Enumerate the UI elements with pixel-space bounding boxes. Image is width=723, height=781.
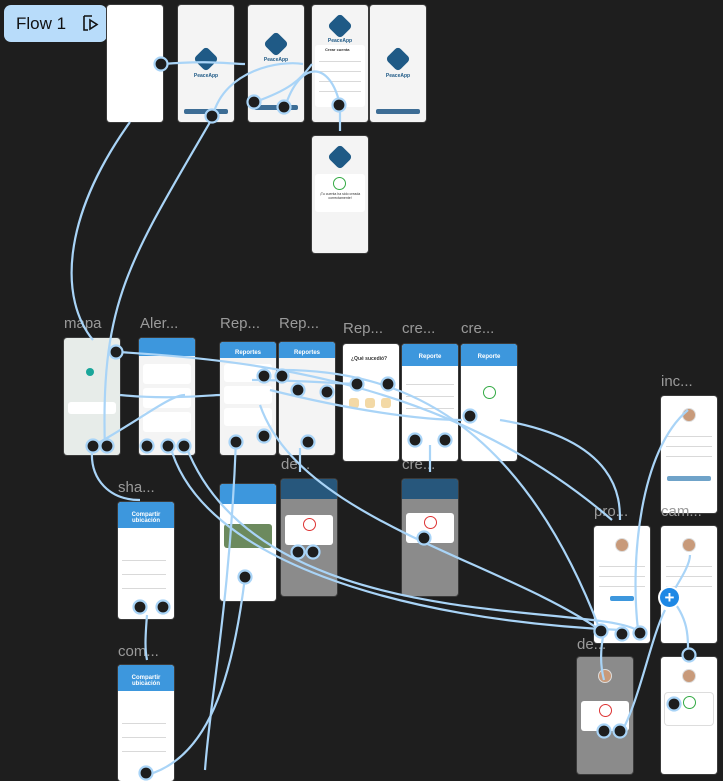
frame-cambiar[interactable]	[661, 526, 717, 643]
frame-eliminar-1[interactable]	[281, 479, 337, 596]
reporte-title: Reporte	[418, 354, 442, 360]
app-name: PeaceApp	[385, 73, 411, 79]
frame-label-cre2: cre...	[461, 320, 495, 337]
frame-compartir-2[interactable]: Compartir ubicación	[118, 665, 174, 781]
frame-label-sha: sha...	[118, 479, 155, 496]
frame-login-3[interactable]: PeaceApp	[370, 5, 426, 122]
reportes-title: Reportes	[234, 350, 261, 356]
reporte-title: Reporte	[477, 354, 501, 360]
frame-cuenta-creada[interactable]: ¡Tu cuenta ha sido creada correctamente!	[312, 136, 368, 253]
que-sucedio-title: ¿Qué sucedió?	[351, 356, 388, 362]
cuenta-creada-msg: ¡Tu cuenta ha sido creada correctamente!	[319, 192, 361, 200]
frame-que-sucedio[interactable]: ¿Qué sucedió?	[343, 344, 399, 461]
frame-eliminar-cuenta[interactable]	[577, 657, 633, 774]
frame-perfil[interactable]	[594, 526, 650, 643]
compartir-title: Compartir ubicación	[131, 512, 161, 524]
flow-name: Flow 1	[16, 13, 67, 33]
frame-cuenta-actualizada[interactable]	[661, 657, 717, 774]
frame-label-rep3: Rep...	[343, 320, 384, 337]
reportes-title: Reportes	[293, 350, 320, 356]
frame-label-de3: de...	[577, 636, 607, 653]
frame-label-cre3: cre...	[402, 456, 436, 473]
add-connection-button[interactable]: +	[658, 586, 681, 609]
frame-reporte-creado[interactable]: Reporte	[461, 344, 517, 461]
crear-cuenta-title: Crear cuenta	[325, 47, 350, 52]
frame-label-alertas: Aler...	[140, 315, 179, 332]
frame-label-com: com...	[118, 643, 159, 660]
flow-tab[interactable]: Flow 1	[4, 5, 107, 42]
compartir-title: Compartir ubicación	[131, 675, 161, 687]
app-name: PeaceApp	[193, 73, 219, 79]
plus-icon: +	[660, 588, 679, 607]
frame-label-rep2: Rep...	[279, 315, 320, 332]
frame-crear-cuenta[interactable]: PeaceApp Crear cuenta	[312, 5, 368, 122]
app-name: PeaceApp	[263, 57, 289, 63]
play-icon[interactable]	[82, 14, 100, 32]
frame-label-cre1: cre...	[402, 320, 436, 337]
frame-label-rep1: Rep...	[220, 315, 261, 332]
app-name: PeaceApp	[327, 38, 353, 44]
frame-compartir-ubicacion[interactable]: Compartir ubicación	[118, 502, 174, 619]
frame-label-cam: cam...	[661, 503, 702, 520]
frame-label-inc: inc...	[661, 373, 693, 390]
